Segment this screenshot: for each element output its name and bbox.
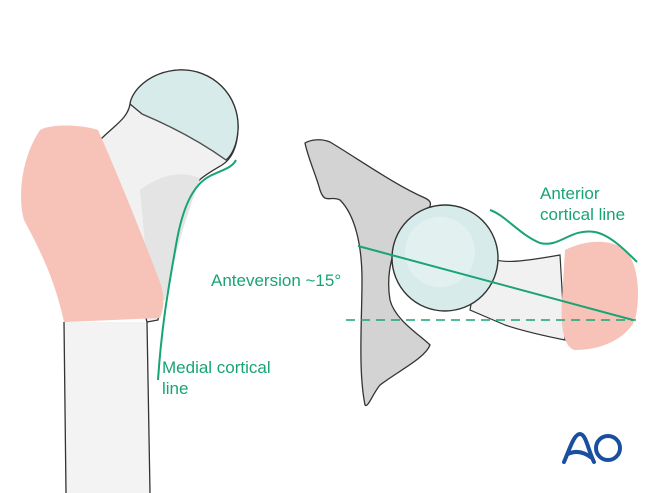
ao-logo-icon [562,431,622,464]
anterior-cortical-line-label-2: cortical line [540,205,626,224]
medial-cortical-line-label-1: Medial cortical [162,358,271,377]
medial-cortical-line-label-2: line [162,379,189,398]
ao-logo [560,428,625,473]
anteversion-label: Anteversion ~15° [211,271,342,290]
hip-axial-view [304,139,638,407]
femur-ap-view [21,69,239,493]
anterior-cortical-line-label-1: Anterior [540,184,600,203]
